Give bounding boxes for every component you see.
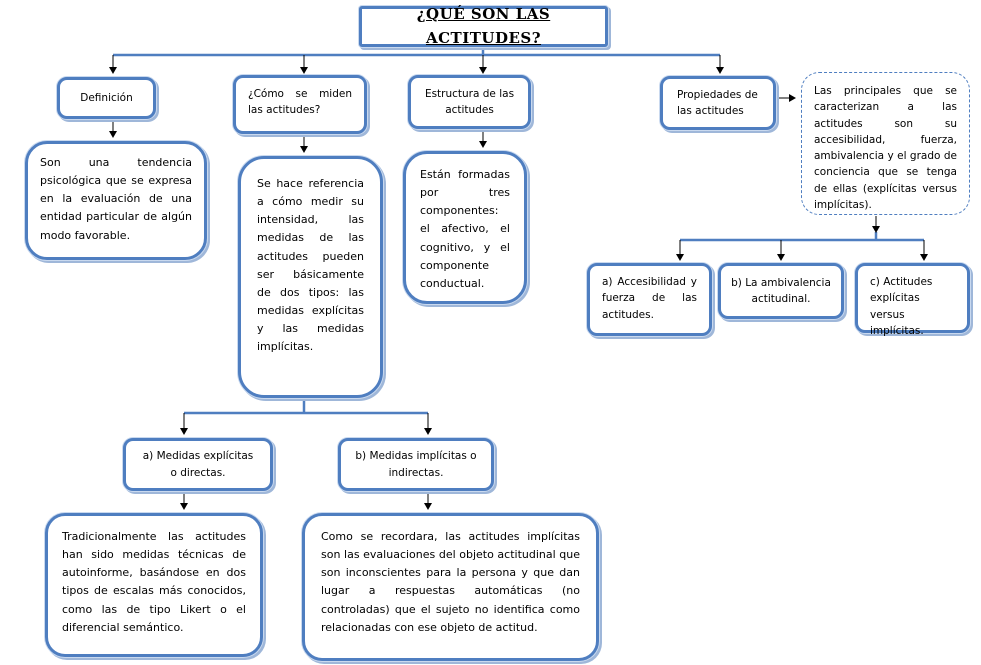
- title-box: ¿QUÉ SON LAS ACTITUDES?: [359, 5, 608, 47]
- medidas-implicitas-text: Como se recordara, las actitudes implíci…: [321, 530, 580, 634]
- node-propiedad-b: b) La ambivalencia actitudinal.: [718, 263, 844, 319]
- medidas-implicitas-label: b) Medidas implícitas o indirectas.: [355, 450, 477, 479]
- node-propiedades-label: Propiedades de las actitudes: [677, 89, 758, 118]
- definicion-text: Son una tendencia psicológica que se exp…: [40, 156, 192, 242]
- propiedad-b-label: b) La ambivalencia actitudinal.: [731, 276, 831, 305]
- node-estructura-text: Están formadas por tres componentes: el …: [403, 151, 527, 304]
- node-medicion: ¿Cómo se miden las actitudes?: [233, 75, 367, 134]
- node-propiedades-text: Las principales que se caracterizan a la…: [801, 72, 970, 215]
- propiedad-c-label: c) Actitudes explícitas versus implícita…: [870, 276, 933, 337]
- node-definicion: Definición: [57, 77, 156, 119]
- node-definicion-label: Definición: [80, 91, 133, 104]
- medidas-explicitas-text: Tradicionalmente las actitudes han sido …: [62, 530, 246, 634]
- node-estructura-label: Estructura de las actitudes: [424, 87, 515, 116]
- node-medidas-explicitas: a) Medidas explícitas o directas.: [123, 438, 273, 491]
- estructura-text: Están formadas por tres componentes: el …: [420, 168, 510, 290]
- page-title: ¿QUÉ SON LAS ACTITUDES?: [416, 5, 551, 47]
- branch-lines: [113, 47, 924, 415]
- propiedad-a-label: a) Accesibilidad y fuerza de las actitud…: [602, 276, 697, 321]
- node-propiedad-c: c) Actitudes explícitas versus implícita…: [855, 263, 970, 337]
- propiedades-text: Las principales que se caracterizan a la…: [814, 85, 957, 211]
- arrows: [109, 55, 928, 510]
- node-propiedades: Propiedades de las actitudes: [660, 76, 776, 130]
- node-estructura: Estructura de las actitudes: [408, 75, 531, 129]
- node-medidas-explicitas-text: Tradicionalmente las actitudes han sido …: [45, 513, 263, 657]
- node-medicion-label: ¿Cómo se miden las actitudes?: [248, 88, 352, 117]
- node-definicion-text: Son una tendencia psicológica que se exp…: [25, 141, 207, 260]
- node-medicion-text: Se hace referencia a cómo medir su inten…: [238, 156, 383, 398]
- medicion-text: Se hace referencia a cómo medir su inten…: [257, 177, 364, 354]
- node-medidas-implicitas: b) Medidas implícitas o indirectas.: [338, 438, 494, 491]
- node-medidas-implicitas-text: Como se recordara, las actitudes implíci…: [302, 513, 599, 661]
- medidas-explicitas-label: a) Medidas explícitas o directas.: [142, 450, 254, 479]
- node-propiedad-a: a) Accesibilidad y fuerza de las actitud…: [587, 263, 712, 336]
